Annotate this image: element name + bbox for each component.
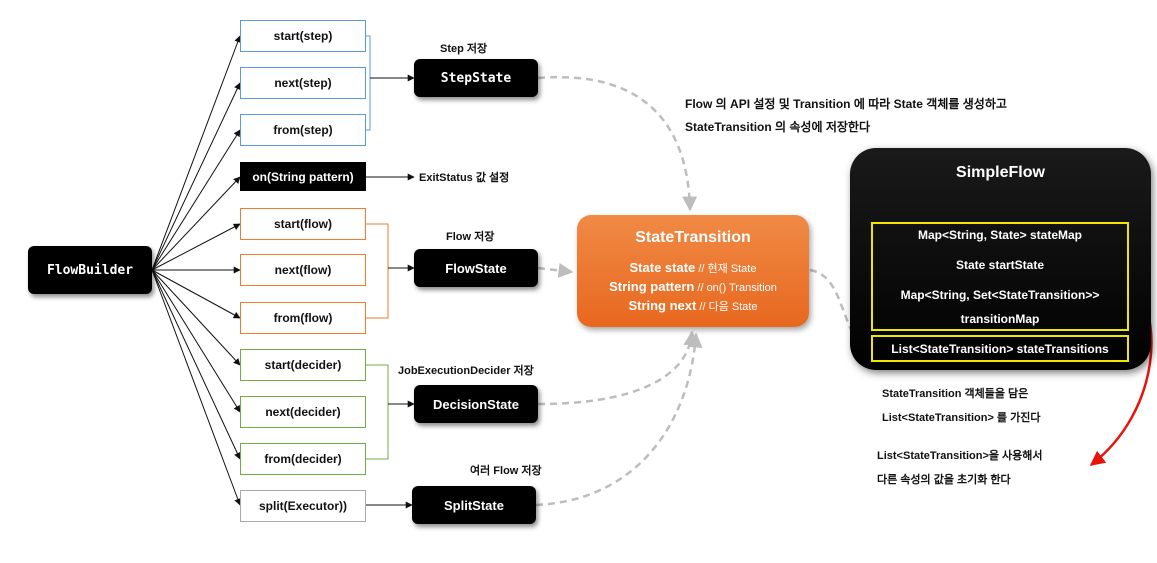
field-decl: String pattern — [609, 279, 695, 294]
init-note-line-2: 다른 속성의 값을 초기화 한다 — [877, 474, 1011, 486]
state-transitions-box: List<StateTransition> stateTransitions — [871, 335, 1129, 362]
method-label: from(decider) — [264, 452, 342, 466]
init-note-line-1: List<StateTransition>을 사용해서 — [877, 450, 1043, 462]
method-on-pattern: on(String pattern) — [240, 162, 366, 191]
method-label: start(step) — [273, 29, 333, 43]
list-note-line-1: StateTransition 객체들을 담은 — [882, 388, 1029, 400]
flow-state-note: Flow 저장 — [446, 231, 495, 243]
method-start-step: start(step) — [240, 20, 366, 52]
simple-flow-title: SimpleFlow — [956, 164, 1045, 181]
decision-state-label: DecisionState — [433, 396, 519, 412]
step-state-note: Step 저장 — [440, 43, 488, 55]
simple-flow-fields-box: Map<String, State> stateMap State startS… — [871, 222, 1129, 331]
field-state: State state // 현재 State — [577, 259, 809, 278]
list-note-line-2: List<StateTransition> 를 가진다 — [882, 412, 1041, 424]
method-label: from(step) — [273, 123, 333, 137]
step-state-label: StepState — [440, 70, 512, 86]
method-next-step: next(step) — [240, 67, 366, 99]
method-label: next(flow) — [274, 263, 332, 277]
split-state-note: 여러 Flow 저장 — [470, 465, 542, 477]
flow-state-node: FlowState — [414, 249, 538, 287]
method-label: start(flow) — [274, 217, 332, 231]
state-transition-node: StateTransition State state // 현재 State … — [577, 215, 809, 327]
method-split-executor: split(Executor)) — [240, 490, 366, 522]
builder-arrows — [151, 35, 415, 506]
description-line-2: StateTransition 의 속성에 저장한다 — [685, 120, 871, 134]
flow-state-label: FlowState — [445, 260, 507, 276]
method-label: start(decider) — [264, 358, 342, 372]
state-transition-title: StateTransition — [635, 229, 751, 246]
flow-builder-label: FlowBuilder — [46, 262, 134, 278]
method-label: next(step) — [274, 76, 332, 90]
method-label: from(flow) — [273, 311, 333, 325]
decision-state-note: JobExecutionDecider 저장 — [398, 365, 534, 377]
method-start-flow: start(flow) — [240, 208, 366, 240]
split-state-label: SplitState — [444, 497, 504, 513]
state-map-field: Map<String, State> stateMap — [917, 228, 1083, 242]
field-pattern: String pattern // on() Transition — [577, 278, 809, 297]
field-comment: // 현재 State — [695, 263, 757, 275]
method-label: next(decider) — [265, 405, 341, 419]
method-from-flow: from(flow) — [240, 302, 366, 334]
field-next: String next // 다음 State — [577, 297, 809, 316]
method-next-decider: next(decider) — [240, 396, 366, 428]
step-state-node: StepState — [414, 59, 538, 97]
method-label: split(Executor)) — [258, 499, 347, 513]
description-line-1: Flow 의 API 설정 및 Transition 에 따라 State 객체… — [685, 97, 1007, 111]
method-from-step: from(step) — [240, 114, 366, 146]
split-state-node: SplitState — [412, 486, 536, 524]
transition-map-field-1: Map<String, Set<StateTransition>> — [900, 288, 1100, 302]
exit-status-note: ExitStatus 값 설정 — [419, 172, 510, 184]
method-from-decider: from(decider) — [240, 443, 366, 475]
field-decl: String next — [628, 298, 697, 313]
state-transition-fields: State state // 현재 State String pattern /… — [577, 259, 809, 316]
flow-builder-node: FlowBuilder — [28, 246, 152, 294]
method-next-flow: next(flow) — [240, 254, 366, 286]
field-decl: State state — [629, 260, 696, 275]
transition-map-field-2: transitionMap — [960, 312, 1040, 326]
state-transitions-field: List<StateTransition> stateTransitions — [891, 342, 1109, 356]
simple-flow-node: SimpleFlow — [850, 148, 1151, 370]
decision-state-node: DecisionState — [414, 385, 538, 423]
method-label: on(String pattern) — [252, 169, 354, 184]
field-comment: // on() Transition — [694, 282, 777, 294]
start-state-field: State startState — [955, 258, 1045, 272]
field-comment: // 다음 State — [696, 301, 758, 313]
method-start-decider: start(decider) — [240, 349, 366, 381]
